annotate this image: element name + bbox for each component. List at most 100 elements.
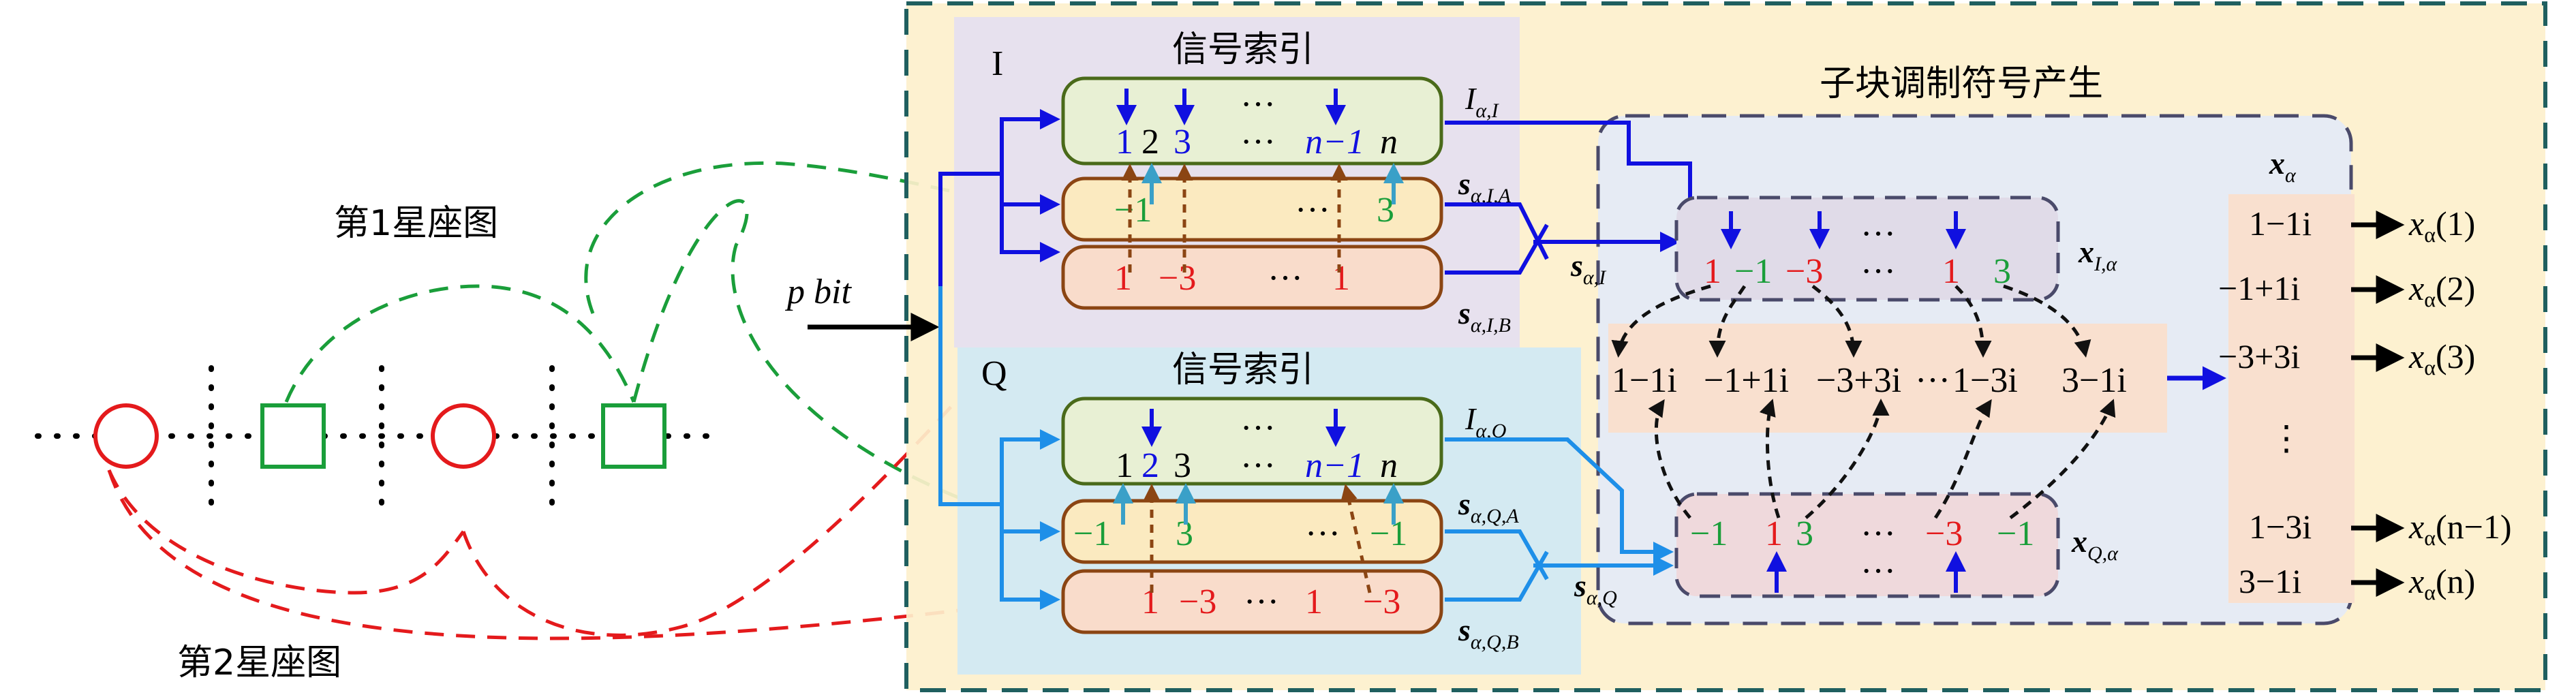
i-rowB-4: 1 [1332, 259, 1350, 298]
complex-dots: ··· [1915, 361, 1950, 400]
q-idx-2: 2 [1141, 446, 1159, 485]
complex-6: 3−1i [2061, 361, 2127, 400]
xI-3: −3 [1785, 252, 1823, 291]
q-merge-arrows [1445, 437, 1674, 602]
red-link-i [461, 277, 1066, 637]
output-symbols: xα(1) xα(2) xα(3) xα(n−1) xα(n) [2408, 204, 2511, 604]
complex-1: 1−1i [1612, 361, 1677, 400]
q-rowB-box [1061, 569, 1443, 634]
i-index-row: 1 2 3 ··· n−1 n ··· [1116, 85, 1398, 161]
subblock-title: 子块调制符号产生 [1820, 63, 2103, 104]
pbit-label: p bit [784, 273, 852, 311]
q-letter: Q [981, 354, 1007, 393]
i-idx-n1: n−1 [1305, 123, 1364, 161]
red-link-q [107, 469, 1053, 640]
xI-5: 1 [1942, 252, 1960, 291]
i-rowB-dots: ··· [1268, 259, 1303, 298]
i-rowA-box [1061, 176, 1443, 242]
out-val-1: 1−1i [2249, 204, 2312, 243]
xI-box [1674, 196, 2060, 302]
out-sym-5: xα(n) [2408, 562, 2475, 604]
i-s-label: sα,I [1570, 248, 1607, 289]
q-idx-n: n [1380, 446, 1398, 485]
xI-row: 1 −1 −3 ··· 1 3 ··· [1704, 215, 2011, 291]
constellation-point-red-2 [431, 403, 496, 469]
q-idx-1: 1 [1116, 446, 1133, 485]
constellation-point-green-2 [601, 403, 666, 469]
i-rowB-2: −3 [1159, 259, 1196, 298]
q-up-arrows [1113, 483, 1404, 593]
constellation1-label: 第1星座图 [334, 203, 498, 244]
xQ-1: −1 [1690, 514, 1728, 553]
i-rowA-dots: ··· [1295, 191, 1330, 230]
q-rowA-box [1061, 499, 1443, 564]
complex-row: 1−1i −1+1i −3+3i ··· 1−3i 3−1i [1612, 361, 2127, 400]
q-rowA-4: −1 [1370, 514, 1407, 553]
out-sym-4: xα(n−1) [2408, 508, 2511, 550]
i-merge-arrows [1445, 121, 1700, 275]
xQ-dots: ··· [1860, 514, 1896, 553]
complex-2: −1+1i [1704, 361, 1789, 400]
output-arrows [2351, 211, 2405, 597]
complex-3: −3+3i [1816, 361, 1901, 400]
xI-2: −1 [1734, 252, 1772, 291]
q-rowB-2: −3 [1179, 583, 1216, 621]
xQ-3: 3 [1796, 514, 1813, 553]
i-rowA-1: −1 [1114, 191, 1152, 230]
out-sym-1: xα(1) [2408, 204, 2475, 247]
q-s-label: sα,Q [1574, 568, 1617, 609]
i-idx-dots: ··· [1240, 123, 1276, 161]
xQ-5: −3 [1925, 514, 1963, 553]
q-index-down-arrows [1141, 409, 1346, 447]
xQ-label: xQ,α [2071, 524, 2119, 565]
xI-1: 1 [1704, 252, 1721, 291]
constellation-area: 第1星座图 第2星座图 [35, 203, 725, 683]
i-rowA-3: 3 [1377, 191, 1394, 230]
q-split-arrows [938, 286, 1060, 610]
q-idx-dots-top: ··· [1240, 409, 1276, 448]
q-rowB-dots: ··· [1244, 583, 1279, 621]
xQ-6: −1 [1997, 514, 2034, 553]
i-up-arrows [1121, 163, 1404, 273]
i-idx-n: n [1380, 123, 1398, 161]
q-sA-label: sα,Q,A [1458, 486, 1519, 527]
q-index-box [1061, 397, 1443, 486]
constellation2-label: 第2星座图 [177, 642, 341, 683]
i-idx-2: 2 [1141, 123, 1159, 161]
q-rowB-4: 1 [1305, 583, 1323, 621]
q-sB-label: sα,Q,B [1458, 613, 1519, 653]
mapping-arrows [1611, 284, 2116, 519]
xQ-row: −1 1 3 ··· −3 −1 ··· [1690, 514, 2034, 591]
q-title: 信号索引 [1172, 350, 1314, 390]
output-values: 1−1i −1+1i −3+3i ⋮ 1−3i 3−1i [2218, 204, 2312, 600]
xI-dots-top: ··· [1860, 215, 1896, 253]
i-letter: I [992, 44, 1003, 83]
i-title: 信号索引 [1172, 29, 1314, 70]
i-index-down-arrows [1116, 89, 1346, 125]
q-rowB: 1 −3 ··· 1 −3 [1141, 583, 1400, 621]
green-link-q [632, 199, 1039, 529]
output-band [2228, 194, 2355, 603]
i-labels: Iα,I sα,I,A sα,I,B sα,I [1458, 81, 1607, 337]
out-sym-2: xα(2) [2408, 269, 2475, 311]
q-idx-n1: n−1 [1305, 446, 1364, 485]
out-val-6: 3−1i [2239, 562, 2301, 600]
xI-6: 3 [1993, 252, 2011, 291]
i-idx-dots-top: ··· [1240, 85, 1276, 124]
constellation2-arc [107, 469, 465, 595]
out-val-2: −1+1i [2218, 269, 2300, 307]
q-idx-dots: ··· [1240, 446, 1276, 485]
i-index-label: Iα,I [1465, 81, 1500, 122]
q-rowA-dots: ··· [1305, 514, 1340, 553]
q-index-row: 1 2 3 ··· n−1 n ··· [1116, 409, 1398, 485]
xI-down-arrows [1721, 211, 1966, 249]
out-val-3: −3+3i [2218, 337, 2300, 375]
q-rowA: −1 3 ··· −1 [1073, 514, 1407, 553]
output-x-label: xα [2269, 146, 2297, 187]
constellation-point-red-1 [93, 403, 159, 469]
i-rowA: −1 ··· 3 [1114, 191, 1394, 230]
out-val-4: ⋮ [2269, 419, 2303, 457]
complex-5: 1−3i [1952, 361, 2018, 400]
